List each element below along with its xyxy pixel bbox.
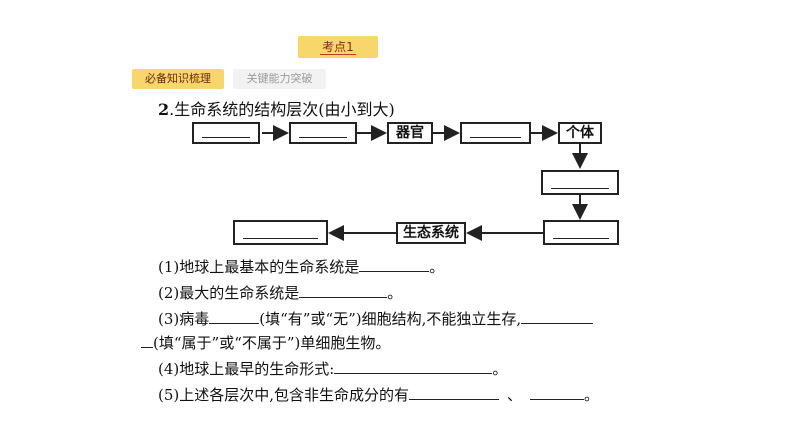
answer-blank[interactable]	[209, 309, 260, 324]
question-5-separator: 、	[507, 386, 523, 404]
heading-text: .生命系统的结构层次(由小到大)	[169, 100, 395, 119]
question-2-end: 。	[387, 284, 403, 302]
level-box-blank-5[interactable]	[543, 220, 619, 245]
tab-essential-knowledge[interactable]: 必备知识梳理	[132, 69, 224, 89]
section-heading: 2.生命系统的结构层次(由小到大)	[158, 96, 395, 120]
answer-blank[interactable]	[409, 385, 500, 400]
question-5-end: 。	[584, 386, 600, 404]
heading-number: 2	[158, 100, 170, 119]
level-box-blank-6[interactable]	[233, 220, 328, 245]
question-3-text-a: (3)病毒	[158, 310, 210, 328]
question-2-text: (2)最大的生命系统是	[158, 284, 300, 302]
level-box-blank-4[interactable]	[541, 170, 619, 195]
level-box-ecosystem: 生态系统	[396, 222, 466, 244]
answer-blank	[202, 137, 250, 138]
answer-blank[interactable]	[299, 283, 388, 298]
level-box-individual: 个体	[558, 122, 602, 144]
question-3-text-b: (填“有”或“无”)细胞结构,不能独立生存,	[259, 310, 522, 328]
level-box-blank-1[interactable]	[192, 122, 260, 144]
question-5-text: (5)上述各层次中,包含非生命成分的有	[158, 386, 410, 404]
topic-tag[interactable]: 考点1	[298, 36, 378, 58]
level-box-organ: 器官	[387, 122, 433, 144]
answer-blank[interactable]	[521, 309, 594, 324]
question-1-end: 。	[429, 258, 445, 276]
level-box-blank-2[interactable]	[289, 122, 357, 144]
answer-blank[interactable]	[141, 333, 153, 348]
question-4-end: 。	[492, 360, 508, 378]
topic-tag-label: 考点1	[320, 40, 356, 55]
question-4-text: (4)地球上最早的生命形式:	[158, 360, 335, 378]
level-box-blank-3[interactable]	[460, 122, 531, 144]
tab-key-ability[interactable]: 关键能力突破	[233, 69, 326, 89]
answer-blank[interactable]	[334, 359, 493, 374]
question-3-continued: (填“属于”或“不属于”)单细胞生物。	[141, 332, 390, 353]
question-1-text: (1)地球上最基本的生命系统是	[158, 258, 360, 276]
answer-blank	[470, 137, 521, 138]
answer-blank	[299, 137, 347, 138]
answer-blank[interactable]	[359, 257, 430, 272]
answer-blank	[243, 238, 318, 239]
answer-blank	[553, 238, 609, 239]
answer-blank	[551, 188, 609, 189]
question-4: (4)地球上最早的生命形式: 。	[158, 358, 507, 379]
question-5: (5)上述各层次中,包含非生命成分的有 、 。	[158, 384, 599, 405]
answer-blank[interactable]	[530, 385, 585, 400]
question-1: (1)地球上最基本的生命系统是 。	[158, 256, 444, 277]
question-2: (2)最大的生命系统是 。	[158, 282, 402, 303]
question-3-text-c: (填“属于”或“不属于”)单细胞生物。	[153, 334, 391, 352]
question-3: (3)病毒 (填“有”或“无”)细胞结构,不能独立生存,	[158, 308, 594, 329]
